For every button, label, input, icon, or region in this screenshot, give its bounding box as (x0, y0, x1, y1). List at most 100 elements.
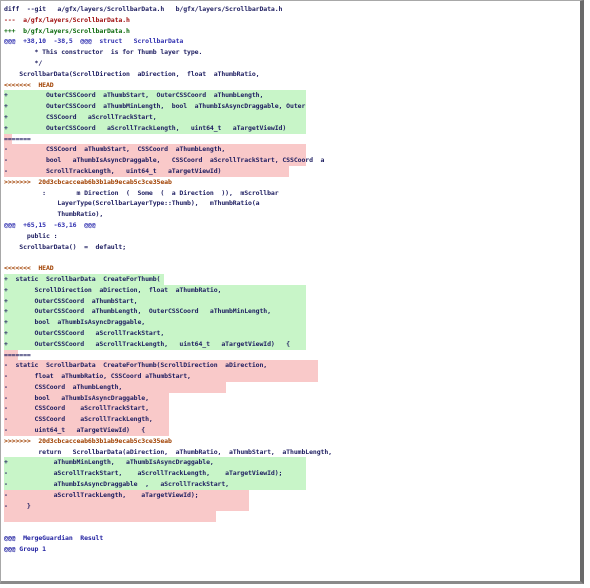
diff-line-add: + OuterCSSCoord aScrollTrackLength, uint… (4, 338, 577, 350)
added-highlight (4, 90, 306, 102)
diff-line-ctx (4, 252, 577, 263)
diff-line-text: return ScrollbarData(aDirection, aThumbR… (4, 447, 332, 456)
diff-line-del: - ScrollTrackLength, uint64_t aTargetVie… (4, 165, 577, 177)
diff-line-del: - aScrollTrackLength, aTargetViewId); (4, 489, 577, 501)
diff-line-text: - CSSCoord aThumbStart, CSSCoord aThumbL… (4, 145, 226, 154)
diff-line-ctx: * This constructor is for Thumb layer ty… (4, 47, 577, 58)
diff-line-del (4, 511, 577, 523)
diff-line-add: + OuterCSSCoord aThumbMinLength, bool aT… (4, 101, 577, 112)
diff-line-text: - float aThumbRatio, CSSCoord aThumbStar… (4, 372, 191, 381)
diff-line-text: LayerType(ScrollbarLayerType::Thumb), mT… (4, 199, 260, 208)
diff-line-text: + OuterCSSCoord aThumbStart, (4, 296, 138, 305)
diff-line-text: + OuterCSSCoord aScrollTrackLength, uint… (4, 123, 287, 132)
removed-highlight (4, 371, 318, 382)
diff-line-text: + OuterCSSCoord aThumbMinLength, bool aT… (4, 102, 306, 111)
diff-line-del: - CSSCoord aThumbLength, (4, 381, 577, 393)
removed-highlight (4, 414, 169, 426)
added-highlight (4, 468, 306, 480)
diff-line-text: +++ b/gfx/layers/ScrollbarData.h (4, 26, 130, 35)
diff-line-text: + OuterCSSCoord aThumbStart, OuterCSSCoo… (4, 91, 264, 100)
diff-line-ctx: */ (4, 58, 577, 69)
diff-line-ctx: ScrollbarData() = default; (4, 242, 577, 253)
diff-line-del: - CSSCoord aThumbStart, CSSCoord aThumbL… (4, 144, 577, 156)
removed-highlight (4, 489, 249, 501)
diff-line-conf: <<<<<<< HEAD (4, 80, 577, 91)
removed-highlight (4, 511, 216, 523)
diff-line-del: - static ScrollbarData CreateForThumb(Sc… (4, 360, 577, 372)
diff-line-text: + bool aThumbIsAsyncDraggable, (4, 318, 146, 327)
diff-line-text: >>>>>>> 20d3cbcacceab6b3b1ab9ecab5c3ce35… (4, 177, 172, 186)
diff-line-del: - bool aThumbIsAsyncDraggable, (4, 392, 577, 404)
diff-line-text: + CSSCoord aScrollTrackStart, (4, 112, 157, 121)
diff-line-footer: @@@ MergeGuardian Result (4, 533, 577, 544)
diff-line-h-old: --- a/gfx/layers/ScrollbarData.h (4, 15, 577, 26)
added-highlight (4, 273, 164, 285)
diff-line-text: <<<<<<< HEAD (4, 80, 54, 89)
added-highlight (4, 327, 306, 339)
diff-line-text: ======= (4, 350, 31, 359)
diff-line-add: + static ScrollbarData CreateForThumb( (4, 273, 577, 285)
removed-highlight (4, 133, 12, 145)
added-highlight (4, 284, 306, 296)
removed-highlight (4, 392, 169, 404)
diff-line-text: - static ScrollbarData CreateForThumb(Sc… (4, 361, 268, 370)
added-highlight (4, 457, 306, 469)
diff-line-text: - aScrollTrackStart, aScrollTrackLength,… (4, 469, 283, 478)
diff-line-text: */ (4, 58, 43, 67)
diff-line-add: + OuterCSSCoord aScrollTrackStart, (4, 327, 577, 339)
diff-line-hunk: @@@ +65,15 -63,16 @@@ (4, 220, 577, 231)
diff-line-add: + bool aThumbIsAsyncDraggable, (4, 317, 577, 328)
diff-line-text: - aScrollTrackLength, aTargetViewId); (4, 490, 199, 499)
diff-line-text: diff --git a/gfx/layers/ScrollbarData.h … (4, 5, 283, 13)
diff-line-text: - aThumbIsAsyncDraggable , aScrollTrackS… (4, 480, 229, 489)
diff-line-text: @@@ +38,10 -38,5 @@@ struct ScrollbarDat… (4, 37, 184, 46)
diff-line-text: + ScrollDirection aDirection, float aThu… (4, 285, 222, 294)
added-highlight (4, 122, 306, 134)
diff-line-del: - CSSCoord aScrollTrackStart, (4, 403, 577, 415)
diff-line-hunk: @@@ +38,10 -38,5 @@@ struct ScrollbarDat… (4, 36, 577, 47)
diff-line-text: @@@ Group 1 (4, 544, 46, 553)
diff-line-conf: >>>>>>> 20d3cbcacceab6b3b1ab9ecab5c3ce35… (4, 436, 577, 447)
removed-highlight (4, 155, 306, 166)
removed-highlight (4, 165, 289, 177)
diff-line-text: - CSSCoord aScrollTrackStart, (4, 404, 149, 413)
diff-line-text: --- a/gfx/layers/ScrollbarData.h (4, 15, 130, 24)
diff-line-ctx: ScrollbarData(ScrollDirection aDirection… (4, 69, 577, 80)
added-highlight (4, 338, 306, 350)
diff-line-ctx: LayerType(ScrollbarLayerType::Thumb), mT… (4, 198, 577, 209)
diff-line-add: - aScrollTrackStart, aScrollTrackLength,… (4, 468, 577, 480)
diff-line-add: - aThumbIsAsyncDraggable , aScrollTrackS… (4, 479, 577, 490)
diff-line-footer: @@@ Group 1 (4, 544, 577, 555)
diff-line-add: + OuterCSSCoord aThumbLength, OuterCSSCo… (4, 306, 577, 318)
diff-line-text: + static ScrollbarData CreateForThumb( (4, 274, 161, 283)
diff-line-text: <<<<<<< HEAD (4, 264, 54, 273)
removed-highlight (4, 500, 249, 512)
diff-line-confsep: ======= (4, 349, 577, 361)
diff-line-text: + OuterCSSCoord aScrollTrackStart, (4, 328, 165, 337)
diff-line-h-new: +++ b/gfx/layers/ScrollbarData.h (4, 26, 577, 37)
diff-line-ctx: return ScrollbarData(aDirection, aThumbR… (4, 447, 577, 458)
diff-line-del: - CSSCoord aScrollTrackLength, (4, 414, 577, 426)
diff-line-text: ScrollbarData(ScrollDirection aDirection… (4, 69, 260, 78)
diff-line-text: + aThumbMinLength, aThumbIsAsyncDraggabl… (4, 458, 214, 467)
diff-line-del: - float aThumbRatio, CSSCoord aThumbStar… (4, 371, 577, 382)
diff-line-text: ScrollbarData() = default; (4, 242, 127, 251)
added-highlight (4, 479, 306, 490)
diff-line-add: + aThumbMinLength, aThumbIsAsyncDraggabl… (4, 457, 577, 469)
removed-highlight (4, 360, 318, 372)
removed-highlight (4, 144, 306, 156)
diff-line-conf: >>>>>>> 20d3cbcacceab6b3b1ab9ecab5c3ce35… (4, 177, 577, 188)
diff-line-add: + OuterCSSCoord aThumbStart, OuterCSSCoo… (4, 90, 577, 102)
added-highlight (4, 306, 306, 318)
diff-line-text: ======= (4, 134, 31, 143)
diff-line-text: - bool aThumbIsAsyncDraggable, (4, 393, 149, 402)
diff-line-text: >>>>>>> 20d3cbcacceab6b3b1ab9ecab5c3ce35… (4, 436, 172, 445)
removed-highlight (4, 349, 18, 361)
removed-highlight (4, 381, 226, 393)
removed-highlight (4, 403, 169, 415)
added-highlight (4, 101, 306, 112)
diff-line-ctx: : m Direction ( Some ( a Direction )), m… (4, 188, 577, 199)
diff-line-text: + OuterCSSCoord aScrollTrackLength, uint… (4, 339, 291, 348)
diff-line-add: + ScrollDirection aDirection, float aThu… (4, 284, 577, 296)
diff-line-text: @@@ MergeGuardian Result (4, 534, 104, 543)
